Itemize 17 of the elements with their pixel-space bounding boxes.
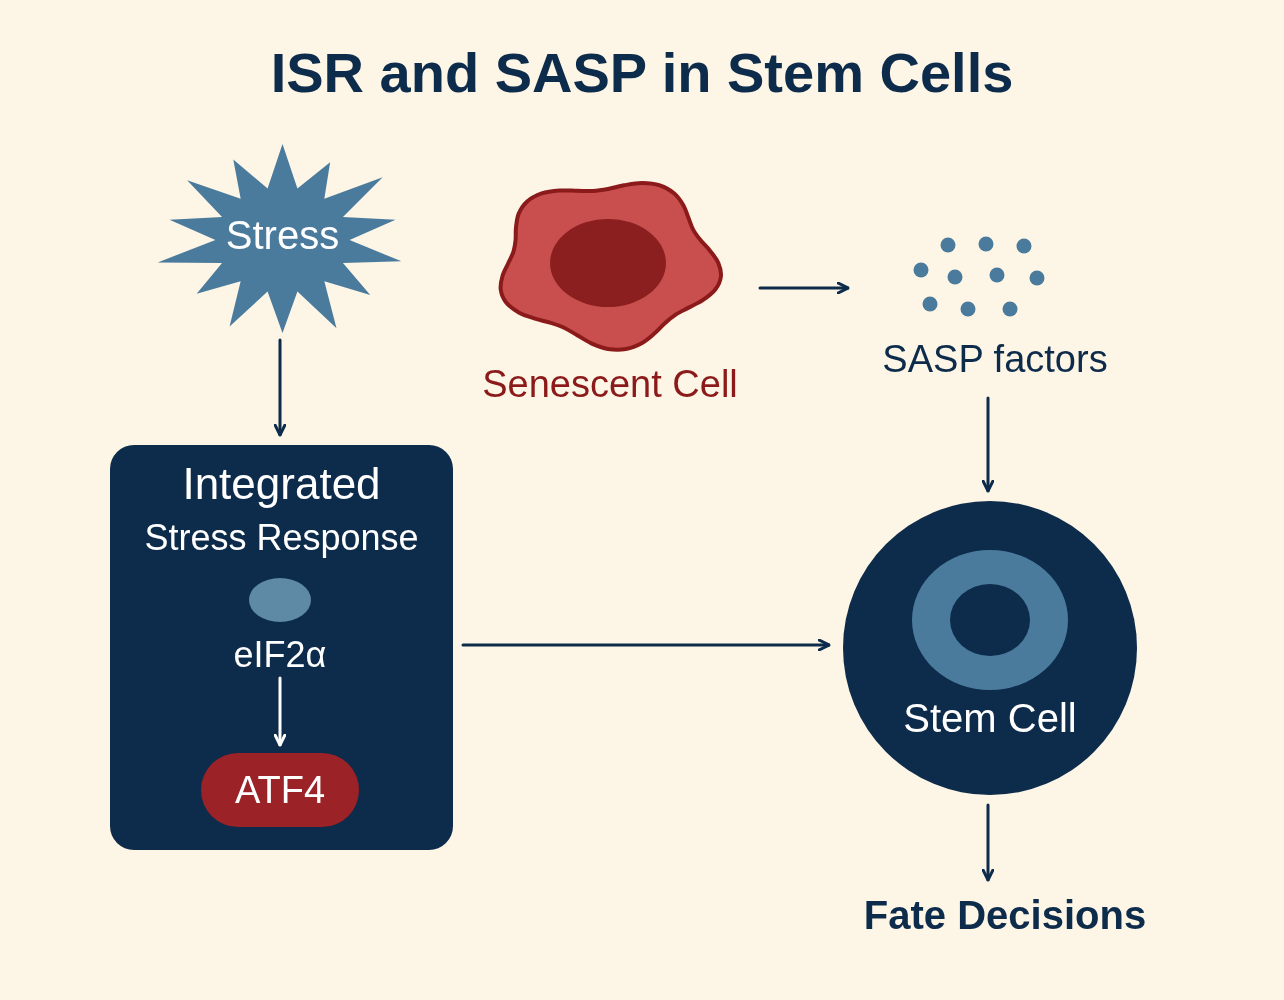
arrow xyxy=(981,396,995,493)
node-label: Integrated xyxy=(181,459,382,510)
arrow xyxy=(758,281,850,295)
node-label: SASP factors xyxy=(881,338,1109,382)
arrow xyxy=(981,803,995,882)
node-label: Senescent Cell xyxy=(481,363,739,407)
arrow xyxy=(461,638,831,652)
node-label: Stress Response xyxy=(143,517,420,559)
arrow xyxy=(273,338,287,437)
node-label: eIF2α xyxy=(232,634,328,676)
node-label: Stress xyxy=(224,212,341,258)
title: ISR and SASP in Stem Cells xyxy=(269,40,1015,105)
node-label: ATF4 xyxy=(233,769,327,813)
node-label: Fate Decisions xyxy=(862,892,1148,938)
process-box xyxy=(110,445,453,850)
node-label: Stem Cell xyxy=(902,695,1078,741)
arrow xyxy=(273,676,287,747)
